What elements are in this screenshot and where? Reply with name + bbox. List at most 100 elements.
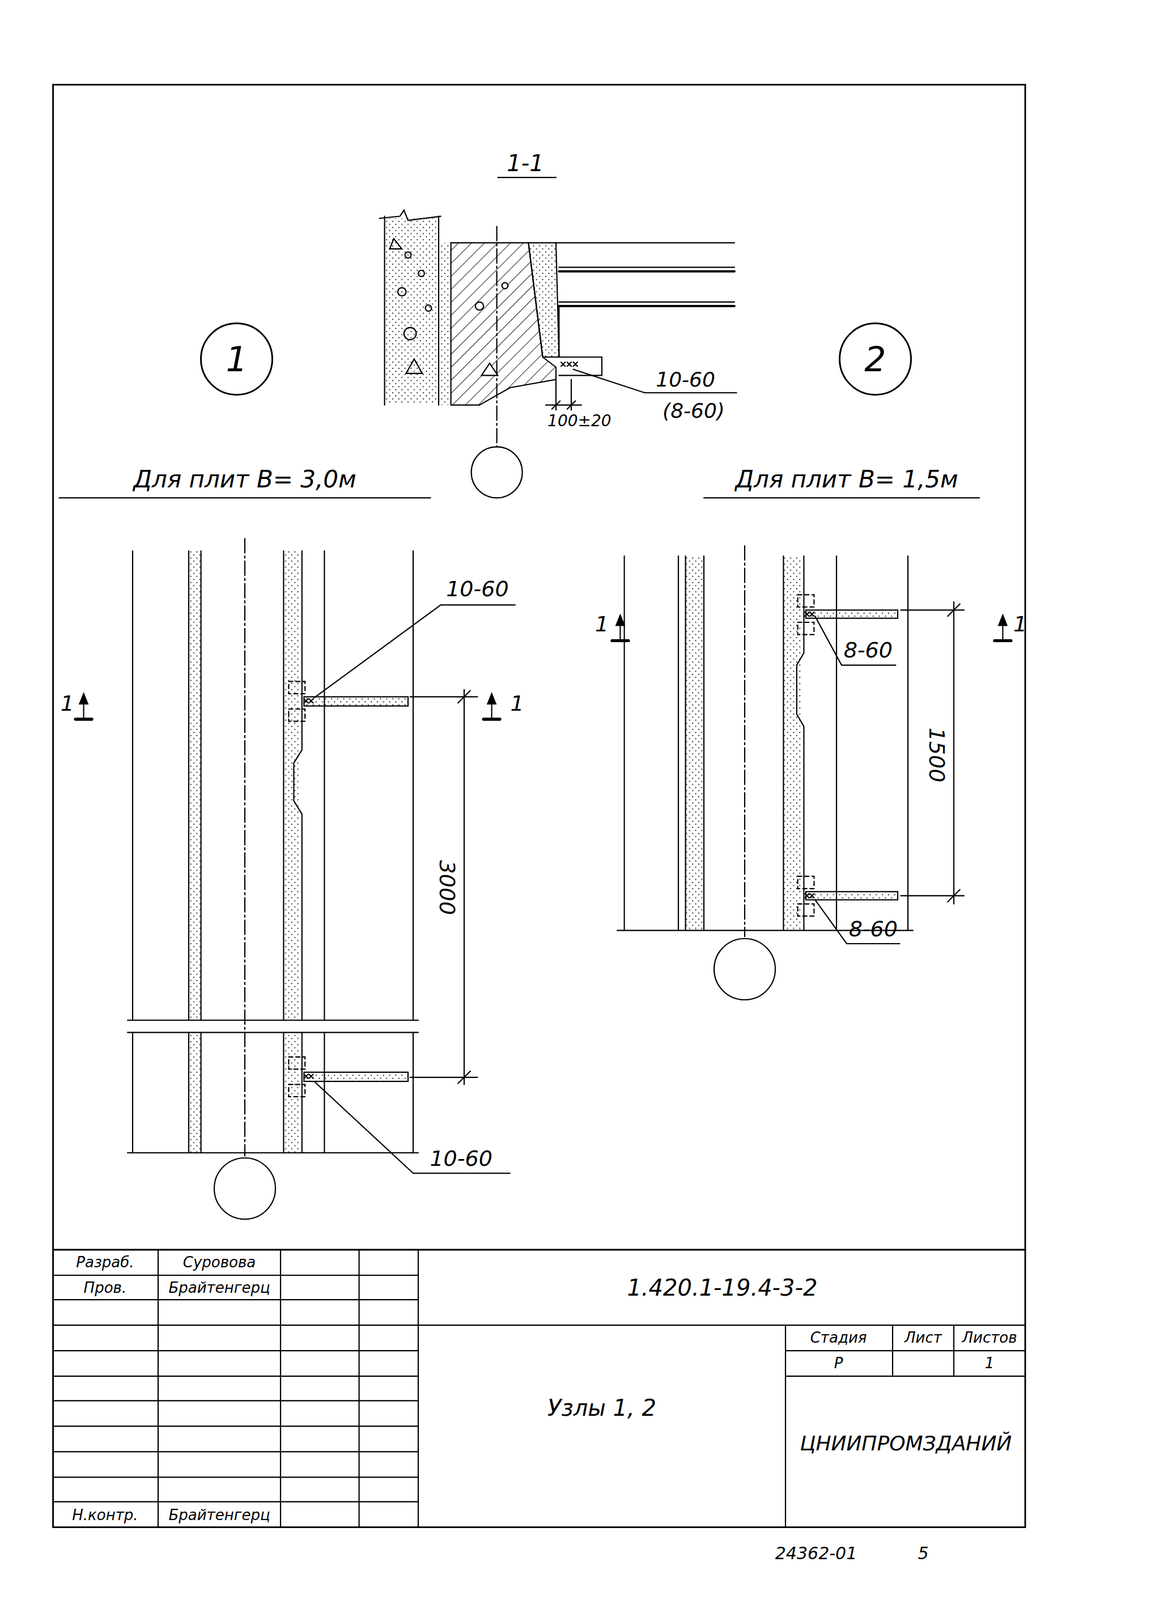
- dimension: 1500: [924, 727, 949, 783]
- drawing-path: [545, 379, 582, 411]
- title-cell: Стадия: [810, 1329, 868, 1346]
- weld-callout: 10-60: [655, 368, 716, 392]
- drawing-path: [804, 612, 814, 898]
- drawing-rect: [188, 550, 202, 1021]
- drawing-path: [83, 701, 492, 720]
- drawing-rect: [805, 891, 898, 900]
- drawing-path: [497, 176, 556, 178]
- drawing-path: [814, 899, 900, 944]
- drawing-path: [410, 689, 478, 1085]
- weld-callout: 10-60: [429, 1147, 492, 1171]
- drawing-rect: [53, 84, 1026, 1527]
- title-cell: Р: [834, 1355, 844, 1372]
- drawing-path: [313, 1081, 511, 1174]
- archive-number: 24362-01: [775, 1543, 857, 1562]
- drawing-path: [528, 242, 559, 358]
- drawing-path: [158, 1249, 419, 1528]
- drawing-path: [303, 698, 313, 1079]
- drawing-path: [79, 693, 496, 704]
- drawing-rect: [283, 550, 300, 1021]
- callout-circle: 2: [838, 322, 913, 397]
- drawing-circle: [214, 1157, 276, 1220]
- drawing-path: [481, 363, 499, 376]
- section-mark: 1: [510, 691, 525, 716]
- drawing-rect: [288, 1056, 305, 1070]
- title-cell: Разраб.: [75, 1253, 134, 1271]
- callout-number: 2: [864, 342, 886, 377]
- section-mark: 1: [1013, 612, 1027, 637]
- view-heading: Для плит B= 1,5м: [735, 466, 959, 493]
- title-cell: Н.контр.: [71, 1506, 138, 1524]
- drawing-path: [558, 271, 735, 307]
- title-cell: 1: [984, 1355, 995, 1372]
- drawing-path: [624, 555, 908, 931]
- drawing-rect: [288, 1084, 305, 1097]
- drawing-path: [53, 1249, 1026, 1251]
- drawing-path: [616, 614, 1007, 626]
- title-cell: Листов: [961, 1329, 1017, 1346]
- drawing-path: [389, 238, 423, 374]
- drawing-rect: [288, 681, 305, 694]
- drawing-circle: [418, 270, 425, 277]
- drawing-path: [814, 616, 896, 665]
- weld-callout: 8-60: [843, 638, 893, 663]
- drawing-path: [744, 545, 746, 937]
- drawing-path: [379, 210, 441, 406]
- drawing-path: [418, 1325, 1026, 1527]
- drawing-path: [612, 639, 1012, 643]
- section-title: 1-1: [506, 150, 544, 176]
- drawing-path: [561, 362, 578, 367]
- dimension: 100±20: [547, 412, 612, 431]
- section-mark: 1: [60, 691, 75, 716]
- drawing-rect: [797, 594, 815, 607]
- title-cell: Суровова: [183, 1253, 256, 1271]
- drawing-path: [796, 555, 805, 931]
- archive-number: 5: [917, 1543, 929, 1562]
- drawing-path: [313, 604, 516, 698]
- drawing-circle: [405, 252, 412, 259]
- drawing-path: [127, 1020, 419, 1153]
- drawing-rect: [188, 1032, 202, 1153]
- weld-callout: (8-60): [662, 400, 725, 423]
- drawing-rect: [303, 1072, 409, 1082]
- drawing-path: [620, 623, 1003, 641]
- drawing-path: [900, 601, 965, 904]
- weld-callout: 10-60: [446, 577, 509, 602]
- drawing-path: [496, 226, 498, 448]
- drawing-rect: [283, 1032, 300, 1153]
- dimension: 3000: [434, 860, 459, 916]
- callout-circle: 1: [200, 322, 274, 397]
- drawing-rect: [385, 218, 438, 405]
- drawing-rect: [303, 696, 409, 706]
- weld-callout: 8-60: [848, 917, 898, 942]
- title-cell: Пров.: [83, 1279, 127, 1296]
- title-cell: Брайтенгерц: [168, 1279, 270, 1296]
- drawing-path: [244, 538, 246, 1156]
- drawing-path: [558, 306, 602, 376]
- callout-number: 1: [226, 342, 248, 377]
- sheet-name: Узлы 1, 2: [547, 1395, 657, 1421]
- drawing-path: [75, 717, 500, 721]
- drawing-rect: [797, 876, 815, 889]
- drawing-circle: [425, 304, 432, 312]
- drawing-rect: [440, 242, 452, 405]
- document-code: 1.420.1-19.4-3-2: [626, 1275, 818, 1301]
- drawing-circle: [714, 938, 776, 1000]
- drawing-g: [53, 84, 1026, 1527]
- drawing-path: [58, 497, 980, 499]
- drawing-rect: [805, 609, 898, 618]
- title-cell: Лист: [904, 1329, 942, 1346]
- drawing-path: [53, 1275, 419, 1502]
- drawing-rect: [797, 622, 815, 635]
- drawing-circle: [404, 327, 417, 341]
- drawing-circle: [397, 287, 406, 296]
- drawing-rect: [288, 708, 305, 722]
- drawing-rect: [685, 555, 704, 931]
- drawing-circle: [502, 282, 509, 290]
- view-heading: Для плит B= 3,0м: [133, 466, 357, 493]
- title-cell: Брайтенгерц: [168, 1506, 270, 1524]
- drawing-rect: [797, 903, 815, 917]
- drawing-rect: [783, 555, 802, 931]
